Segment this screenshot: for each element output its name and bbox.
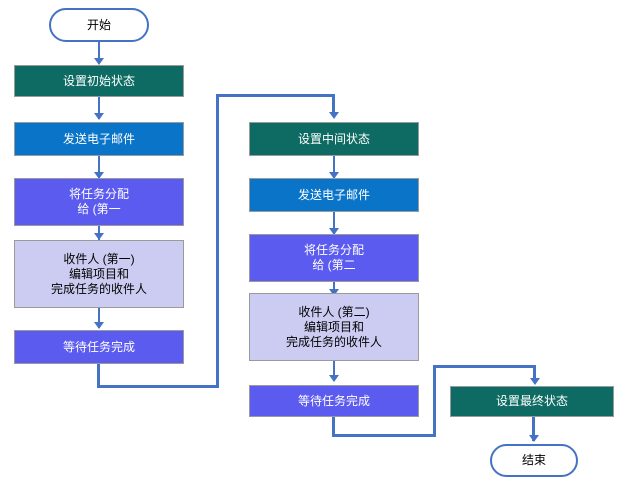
node-recipient-second-line3: 完成任务的收件人 xyxy=(285,334,382,349)
connector-right-loop-up xyxy=(433,365,436,437)
arrowhead-wait-right xyxy=(329,375,339,382)
node-recipient-first-line2: 编辑项目和 xyxy=(68,266,129,281)
node-wait-complete-second[interactable]: 等待任务完成 xyxy=(249,385,419,417)
node-send-email-second[interactable]: 发送电子邮件 xyxy=(249,178,419,212)
node-wait-complete-first-label: 等待任务完成 xyxy=(62,339,135,354)
connector-right-loop-down xyxy=(332,417,335,437)
node-wait-complete-first[interactable]: 等待任务完成 xyxy=(14,330,184,364)
arrowhead-initial xyxy=(94,58,104,65)
node-end[interactable]: 结束 xyxy=(490,444,578,477)
arrowhead-recipient-right xyxy=(329,289,339,296)
connector-right-loop-right xyxy=(332,434,436,437)
connector-left-loop-up xyxy=(216,94,219,388)
node-start-label: 开始 xyxy=(86,17,111,32)
arrowhead-wait-left xyxy=(94,322,104,329)
connector-email-to-assign-right xyxy=(333,212,335,234)
node-assign-task-first-line2: 给 (第一 xyxy=(77,202,121,216)
node-set-final-state-label: 设置最终状态 xyxy=(495,394,568,408)
connector-recipient-to-wait-right xyxy=(333,361,335,381)
connector-right-loop-to-final xyxy=(433,365,535,368)
node-assign-task-second[interactable]: 将任务分配 给 (第二 xyxy=(249,234,419,282)
connector-final-to-end xyxy=(532,417,535,441)
node-recipient-first-line3: 完成任务的收件人 xyxy=(50,281,147,296)
node-recipient-second[interactable]: 收件人 (第二) 编辑项目和 完成任务的收件人 xyxy=(249,293,419,361)
node-send-email-first[interactable]: 发送电子邮件 xyxy=(14,122,184,156)
connector-intermediate-to-email xyxy=(333,156,335,178)
node-recipient-first-line1: 收件人 (第一) xyxy=(63,251,135,266)
node-set-final-state[interactable]: 设置最终状态 xyxy=(450,386,614,417)
connector-into-final xyxy=(533,365,536,379)
node-send-email-first-label: 发送电子邮件 xyxy=(62,131,135,146)
arrowhead-email-left xyxy=(94,113,104,120)
connector-left-loop-to-intermediate xyxy=(216,94,334,97)
node-recipient-second-line2: 编辑项目和 xyxy=(303,319,364,334)
node-set-initial-state[interactable]: 设置初始状态 xyxy=(14,65,184,97)
connector-initial-to-email xyxy=(98,97,100,119)
node-assign-task-second-line2: 给 (第二 xyxy=(312,258,356,272)
node-send-email-second-label: 发送电子邮件 xyxy=(297,187,370,202)
node-set-intermediate-state-label: 设置中间状态 xyxy=(297,131,370,146)
connector-into-intermediate xyxy=(332,94,335,116)
connector-email-to-assign xyxy=(98,156,100,178)
node-assign-task-first-line1: 将任务分配 xyxy=(68,187,129,201)
node-set-intermediate-state[interactable]: 设置中间状态 xyxy=(249,122,419,156)
arrowhead-final xyxy=(530,378,540,385)
connector-start-to-initial xyxy=(98,42,100,62)
arrowhead-intermediate xyxy=(329,112,339,119)
arrowhead-recipient-left xyxy=(94,233,104,240)
arrowhead-email-right xyxy=(329,172,339,179)
arrowhead-assign-right xyxy=(329,228,339,235)
node-wait-complete-second-label: 等待任务完成 xyxy=(297,393,370,408)
node-start[interactable]: 开始 xyxy=(49,8,149,42)
arrowhead-end xyxy=(529,435,539,442)
connector-left-loop-right xyxy=(97,385,219,388)
connector-recipient-to-wait xyxy=(98,308,100,328)
connector-left-loop-down xyxy=(97,364,100,387)
node-end-label: 结束 xyxy=(521,453,546,467)
node-set-initial-state-label: 设置初始状态 xyxy=(62,73,135,88)
arrowhead-assign-left xyxy=(94,172,104,179)
node-assign-task-second-line1: 将任务分配 xyxy=(303,243,364,257)
node-assign-task-first[interactable]: 将任务分配 给 (第一 xyxy=(14,178,184,226)
node-recipient-second-line1: 收件人 (第二) xyxy=(298,304,370,319)
node-recipient-first[interactable]: 收件人 (第一) 编辑项目和 完成任务的收件人 xyxy=(14,240,184,308)
